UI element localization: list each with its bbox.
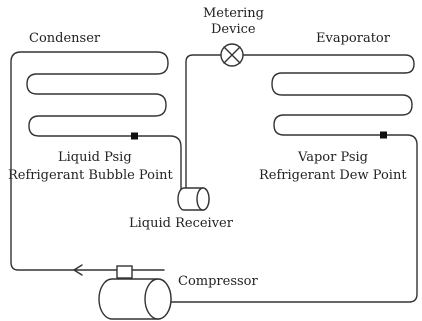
refrigerant-dew-point-label: Refrigerant Dew Point	[259, 168, 407, 183]
liquid-receiver-label: Liquid Receiver	[129, 216, 234, 231]
metering-device-label-line2: Device	[211, 22, 256, 37]
metering-device-icon	[220, 43, 244, 67]
liquid-line	[185, 54, 223, 193]
condenser-coil	[10, 51, 182, 271]
evaporator-coil	[157, 72, 418, 303]
liquid-pressure-sensor-point	[131, 132, 138, 140]
condenser-label: Condenser	[29, 31, 101, 46]
liquid-psig-label: Liquid Psig	[58, 150, 132, 165]
refrigerant-bubble-point-label: Refrigerant Bubble Point	[8, 168, 174, 183]
evaporator-label: Evaporator	[316, 31, 391, 46]
vapor-pressure-sensor-point	[380, 131, 387, 139]
metering-to-evaporator-line	[242, 54, 415, 74]
liquid-receiver-icon	[177, 187, 210, 211]
vapor-psig-label: Vapor Psig	[297, 150, 368, 165]
compressor-icon	[98, 265, 172, 320]
metering-device-label-line1: Metering	[203, 6, 264, 21]
compressor-label: Compressor	[178, 274, 258, 289]
flow-direction-arrow	[73, 264, 83, 276]
